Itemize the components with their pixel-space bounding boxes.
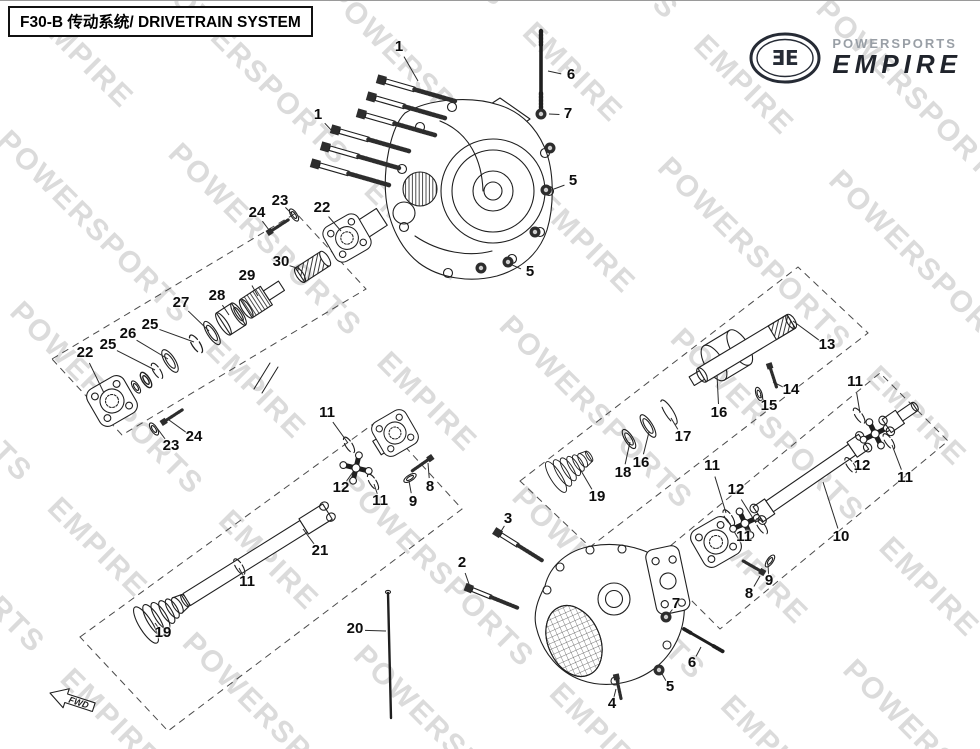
diagram-title: F30-B 传动系统/ DRIVETRAIN SYSTEM bbox=[8, 6, 313, 37]
splined-shaft-13 bbox=[688, 313, 798, 387]
brand-emblem-icon: ƎE bbox=[749, 32, 821, 84]
dashed-assembly-boxes bbox=[51, 212, 949, 732]
nut-7-top bbox=[534, 107, 548, 121]
diagram-title-text: F30-B 传动系统/ DRIVETRAIN SYSTEM bbox=[20, 14, 301, 31]
fwd-label: FWD bbox=[67, 695, 90, 711]
bolt-2 bbox=[461, 580, 522, 614]
rear-mount-plate bbox=[645, 545, 691, 615]
pinion-bearing-assembly bbox=[82, 206, 301, 438]
dashed-box-front-propshaft bbox=[79, 418, 463, 732]
rear-propshaft-10 bbox=[686, 401, 919, 578]
front-propshaft-21 bbox=[128, 406, 437, 647]
brand-name-top: POWERSPORTS bbox=[832, 36, 957, 51]
brand-name-bottom: EMPIRE bbox=[832, 49, 962, 79]
fwd-arrow-icon: FWD bbox=[49, 688, 96, 713]
bolt-3 bbox=[490, 525, 547, 567]
front-gearbox-housing bbox=[293, 97, 555, 283]
rear-gearbox-housing bbox=[534, 543, 691, 686]
breather-rod-20 bbox=[384, 589, 393, 720]
u-joint-spider-front bbox=[336, 448, 375, 487]
dashed-box-bearing-assembly bbox=[51, 212, 367, 436]
rear-output-shaft-group bbox=[541, 313, 798, 496]
splined-coupler-30 bbox=[293, 250, 332, 283]
pinion-gear-29 bbox=[238, 280, 286, 319]
propshaft-flange-rear bbox=[686, 512, 746, 572]
bearing-28 bbox=[215, 302, 247, 336]
bolt-14 bbox=[764, 360, 781, 390]
nut-5-bottom bbox=[652, 663, 666, 677]
brand-logo: ƎE POWERSPORTS EMPIRE bbox=[748, 31, 962, 85]
washer-15 bbox=[753, 385, 765, 403]
propshaft-flange-front bbox=[368, 406, 422, 460]
brand-text: POWERSPORTS EMPIRE bbox=[832, 36, 962, 80]
cv-boot-19-rear bbox=[541, 439, 601, 496]
svg-text:ƎE: ƎE bbox=[772, 46, 799, 70]
stud-6-bottom bbox=[682, 627, 726, 654]
nut-7-bottom bbox=[659, 610, 673, 624]
dashed-box-output-shaft bbox=[519, 266, 869, 548]
dashed-box-rear-propshaft bbox=[651, 372, 949, 630]
